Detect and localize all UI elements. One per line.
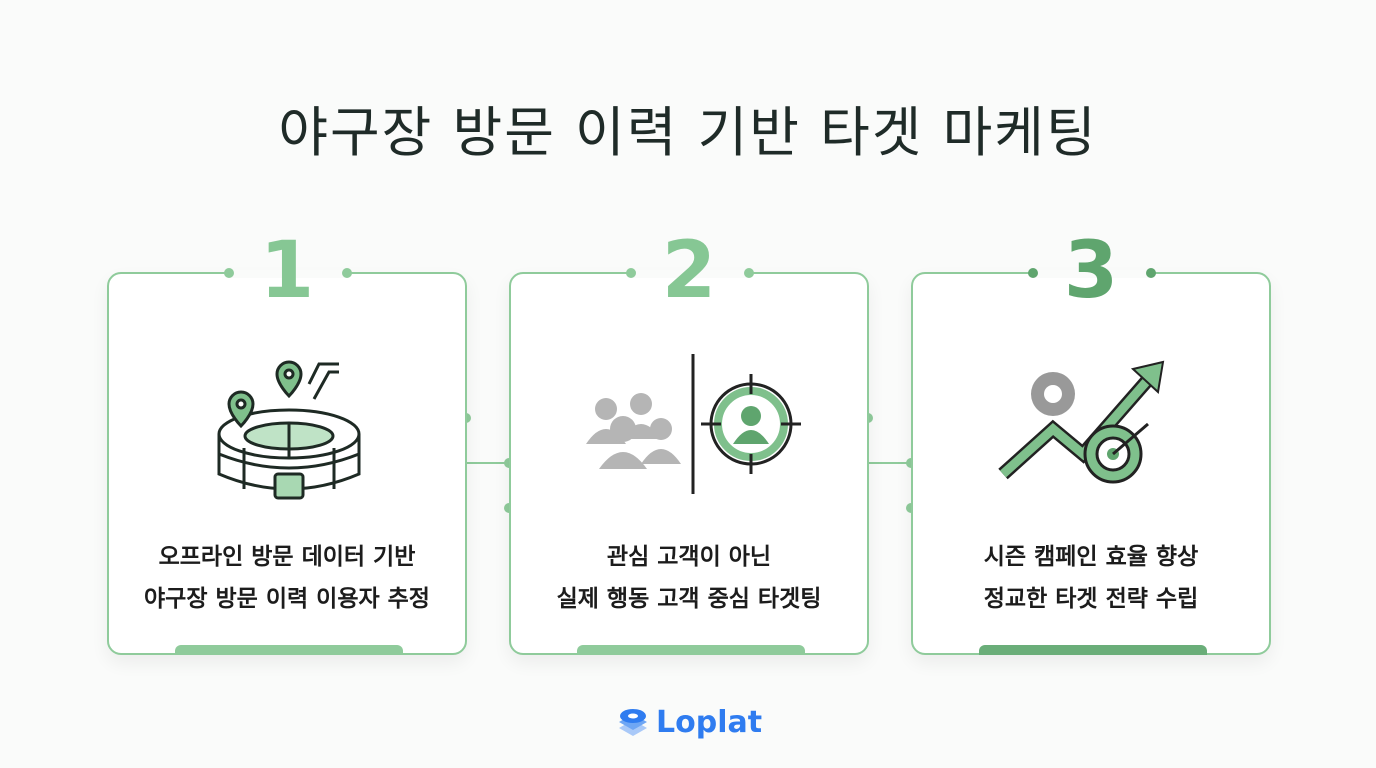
logo-text: Loplat: [656, 705, 763, 740]
page-title: 야구장 방문 이력 기반 타겟 마케팅: [278, 101, 1098, 164]
growth-target-icon: [998, 360, 1165, 484]
step-text-line: 오프라인 방문 데이터 기반: [158, 544, 416, 570]
stadium-location-icon: [217, 360, 361, 500]
step-text-line: 야구장 방문 이력 이용자 추정: [144, 586, 430, 612]
audience-target-icon: [586, 354, 801, 494]
step-text-line: 실제 행동 고객 중심 타겟팅: [556, 586, 822, 612]
step-number: 2: [661, 226, 717, 316]
step-text-line: 정교한 타겟 전략 수립: [983, 586, 1199, 612]
step-number: 3: [1063, 226, 1119, 316]
step-text-line: 시즌 캠페인 효율 향상: [983, 544, 1199, 570]
step-text-line: 관심 고객이 아닌: [606, 544, 772, 570]
step-number: 1: [259, 226, 315, 316]
accent-bar: [979, 645, 1207, 655]
logo-icon: [619, 708, 647, 736]
accent-bar: [175, 645, 403, 655]
accent-bar: [577, 645, 805, 655]
loplat-logo: Loplat: [616, 705, 762, 740]
